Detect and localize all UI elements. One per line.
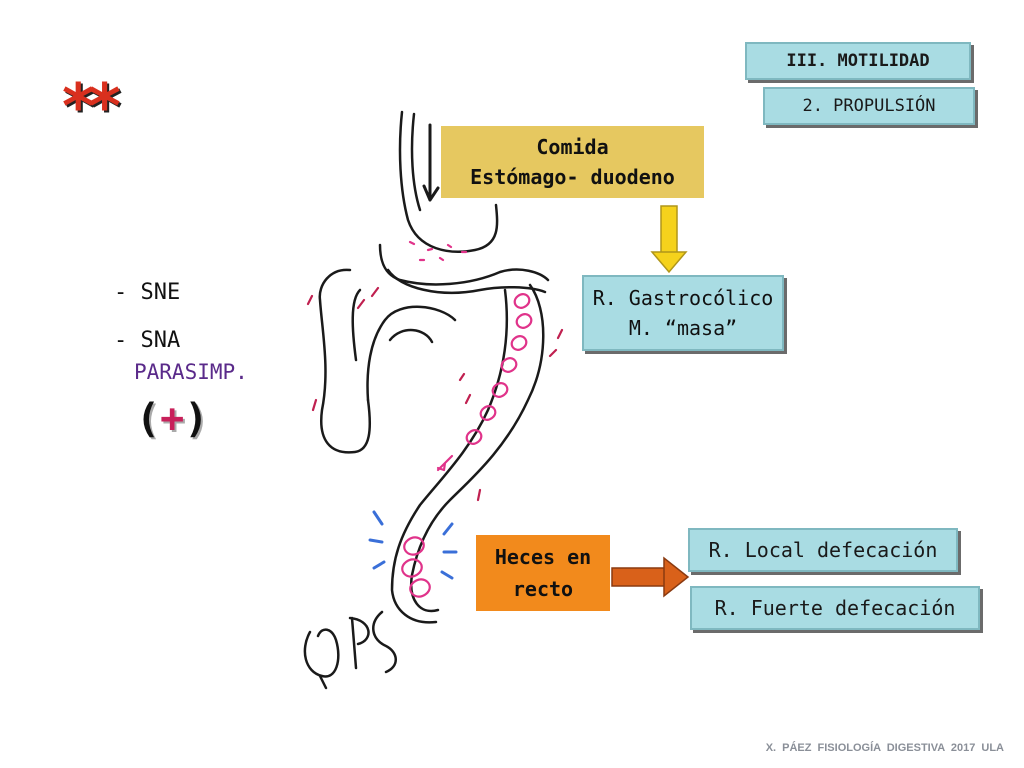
positive-sign: (+): [136, 396, 208, 442]
orange-right-arrow: [611, 556, 690, 598]
heces-line-2: recto: [512, 577, 574, 601]
section-tag: III. MOTILIDAD: [745, 42, 971, 80]
plus-sign: +: [160, 396, 185, 442]
yellow-down-arrow: [650, 205, 688, 274]
gastrocolico-line-2: M. “masa”: [628, 316, 738, 340]
contraction-marks: [368, 510, 458, 580]
subsection-tag: 2. PROPULSIÓN: [763, 87, 975, 125]
strong-reflex-box: R. Fuerte defecación: [690, 586, 980, 630]
gastrocolico-box: R. Gastrocólico M. “masa”: [582, 275, 784, 351]
parasimp-label: PARASIMP.: [134, 360, 248, 384]
comida-line-2: Estómago- duodeno: [470, 165, 675, 189]
comida-line-1: Comida: [536, 135, 609, 159]
sne-item: - SNE: [114, 280, 181, 305]
heces-line-1: Heces en: [494, 545, 592, 569]
colon-content-pink: [510, 293, 533, 351]
footer-credit: X. PÁEZ FISIOLOGÍA DIGESTIVA 2017 ULA: [765, 742, 1004, 754]
double-asterisk-mark: **: [62, 70, 121, 143]
gastrocolico-line-1: R. Gastrocólico: [592, 286, 774, 310]
comida-box: Comida Estómago- duodeno: [441, 126, 704, 198]
plus-close-paren: ): [184, 396, 209, 442]
heces-box: Heces en recto: [476, 535, 610, 611]
sna-item: - SNA: [114, 328, 181, 353]
descending-colon-outline: [409, 283, 545, 613]
stomach-arrow: [422, 123, 440, 202]
local-reflex-box: R. Local defecación: [688, 528, 958, 572]
stomach-outline: [398, 110, 499, 253]
plus-open-paren: (: [136, 396, 161, 442]
